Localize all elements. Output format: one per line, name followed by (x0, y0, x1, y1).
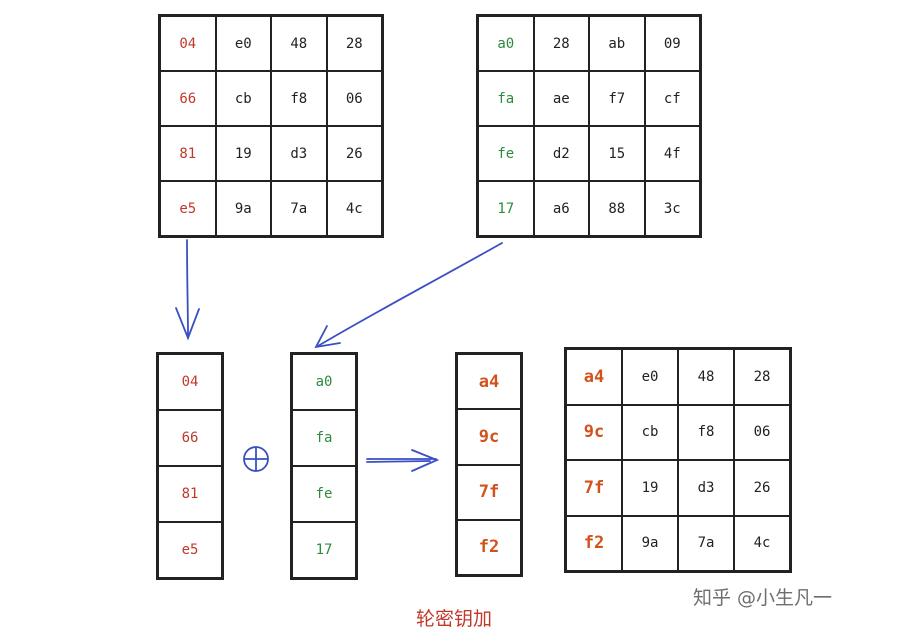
result-cell-r2-c2: d3 (678, 460, 734, 516)
state-cell-r1-c3: 06 (326, 71, 382, 126)
result-cell-r0-c2: 48 (678, 349, 734, 405)
key-cell-r1-c2: f7 (589, 71, 645, 126)
state-cell-r1-c2: f8 (271, 71, 327, 126)
state-cell-r0-c0: 04 (160, 16, 216, 71)
key-cell-r1-c0: fa (478, 71, 534, 126)
key-cell-r0-c3: 09 (644, 16, 700, 71)
state-cell-r0-c1: e0 (215, 16, 271, 71)
state-cell-r3-c2: 7a (271, 181, 327, 236)
result-cell-r2-c1: 19 (622, 460, 678, 516)
result-cell-r3-c2: 7a (678, 515, 734, 571)
state-cell-r3-c3: 4c (326, 181, 382, 236)
right-arrow-icon (366, 449, 440, 472)
result-cell-r2-c0: 7f (566, 460, 622, 516)
key-cell-r0-c2: ab (589, 16, 645, 71)
key-cell-r2-c1: d2 (533, 126, 589, 181)
key-column-cell-3: 17 (292, 522, 356, 578)
down-arrow-icon (175, 239, 200, 341)
key-column-cell-2: fe (292, 466, 356, 522)
xor-operator-icon (243, 446, 269, 472)
key-cell-r3-c2: 88 (589, 181, 645, 236)
state-cell-r1-c1: cb (215, 71, 271, 126)
key-cell-r3-c1: a6 (533, 181, 589, 236)
state-column-cell-2: 81 (158, 466, 222, 522)
state-cell-r2-c2: d3 (271, 126, 327, 181)
key-cell-r0-c1: 28 (533, 16, 589, 71)
result-column-cell-0: a4 (457, 354, 521, 410)
key-cell-r2-c2: 15 (589, 126, 645, 181)
key-cell-r3-c0: 17 (478, 181, 534, 236)
state-column-cell-3: e5 (158, 522, 222, 578)
key-column-cell-0: a0 (292, 354, 356, 410)
state-cell-r3-c0: e5 (160, 181, 216, 236)
key-cell-r1-c1: ae (533, 71, 589, 126)
key-column-cell-1: fa (292, 410, 356, 466)
state-column-cell-0: 04 (158, 354, 222, 410)
diagonal-arrow-icon (314, 242, 503, 349)
result-cell-r1-c1: cb (622, 404, 678, 460)
result-cell-r3-c1: 9a (622, 515, 678, 571)
result-column-cell-1: 9c (457, 409, 521, 465)
state-cell-r3-c1: 9a (215, 181, 271, 236)
state-cell-r0-c2: 48 (271, 16, 327, 71)
result-cell-r1-c3: 06 (734, 404, 790, 460)
result-cell-r3-c0: f2 (566, 515, 622, 571)
watermark: 知乎 @小生凡一 (693, 587, 833, 609)
key-cell-r0-c0: a0 (478, 16, 534, 71)
result-cell-r0-c0: a4 (566, 349, 622, 405)
state-cell-r2-c3: 26 (326, 126, 382, 181)
result-cell-r1-c2: f8 (678, 404, 734, 460)
key-cell-r3-c3: 3c (644, 181, 700, 236)
result-cell-r0-c3: 28 (734, 349, 790, 405)
key-cell-r2-c3: 4f (644, 126, 700, 181)
state-cell-r2-c1: 19 (215, 126, 271, 181)
state-cell-r0-c3: 28 (326, 16, 382, 71)
state-cell-r2-c0: 81 (160, 126, 216, 181)
result-column-cell-3: f2 (457, 519, 521, 575)
key-cell-r2-c0: fe (478, 126, 534, 181)
state-column-cell-1: 66 (158, 410, 222, 466)
key-cell-r1-c3: cf (644, 71, 700, 126)
result-cell-r1-c0: 9c (566, 404, 622, 460)
result-cell-r3-c3: 4c (734, 515, 790, 571)
state-cell-r1-c0: 66 (160, 71, 216, 126)
result-cell-r2-c3: 26 (734, 460, 790, 516)
caption: 轮密钥加 (415, 608, 492, 630)
result-column-cell-2: 7f (457, 464, 521, 520)
result-cell-r0-c1: e0 (622, 349, 678, 405)
